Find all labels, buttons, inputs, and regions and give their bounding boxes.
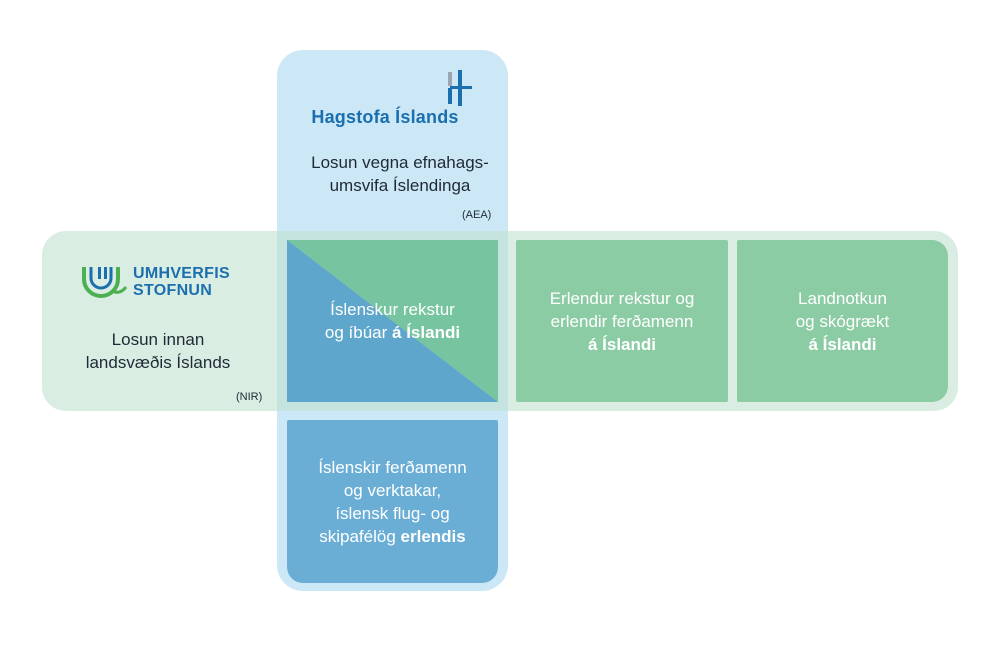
nir-description-line2: landsvæðis Íslands (85, 353, 231, 372)
aea-description: Losun vegna efnahags- umsvifa Íslendinga (290, 151, 510, 197)
aea-description-line2: umsvifa Íslendinga (329, 176, 471, 195)
cell-abroad-line4-bold: erlendis (400, 526, 466, 546)
cell-foreign-in-iceland: Erlendur rekstur og erlendir ferðamenn á… (516, 240, 728, 402)
aea-code: (AEA) (462, 209, 492, 221)
cell-land-line1: Landnotkun (798, 288, 887, 308)
cell-icelandic-in-iceland-text: Íslenskur rekstur og íbúar á Íslandi (325, 298, 460, 344)
cell-land-line3-bold: á Íslandi (808, 334, 877, 354)
nir-code: (NIR) (236, 391, 263, 403)
overlap-split-graphic (287, 240, 498, 402)
cell-abroad-line3: íslensk flug- og (335, 503, 450, 523)
overlap-blue-half (287, 240, 498, 402)
hagstofa-logo-icon (444, 70, 474, 106)
cell-land-line3: á Íslandi (796, 333, 890, 356)
aea-description-line1: Losun vegna efnahags- (311, 153, 489, 172)
hagstofa-name: Hagstofa Íslands (311, 107, 459, 127)
nir-description-line1: Losun innan (111, 330, 205, 349)
cell-foreign-line2: erlendir ferðamenn (550, 311, 694, 331)
cell-foreign-in-iceland-text: Erlendur rekstur og erlendir ferðamenn á… (550, 287, 695, 356)
nir-description: Losun innan landsvæðis Íslands (58, 328, 258, 374)
cell-icelandic-abroad: Íslenskir ferðamenn og verktakar, íslens… (287, 420, 498, 583)
line2-plain: og íbúar (324, 323, 393, 342)
cell-foreign-line3-bold: á Íslandi (587, 334, 656, 354)
cell-land-use-text: Landnotkun og skógrækt á Íslandi (796, 287, 890, 356)
cell-abroad-line4: skipafélög erlendis (318, 525, 466, 548)
umhverfisstofnun-logo-icon (82, 265, 128, 299)
umhverfisstofnun-name-line1: UMHVERFIS (133, 265, 230, 282)
cell-abroad-line2: og verktakar, (343, 480, 442, 500)
cell-icelandic-abroad-text: Íslenskir ferðamenn og verktakar, íslens… (318, 456, 466, 548)
cell-foreign-line3: á Íslandi (550, 333, 695, 356)
line2-bold: á Íslandi (392, 323, 461, 342)
cell-foreign-line1: Erlendur rekstur og (549, 288, 695, 308)
cell-abroad-line4-plain: skipafélög (319, 526, 401, 546)
cell-icelandic-in-iceland-line1: Íslenskur rekstur (330, 300, 455, 319)
umhverfisstofnun-name-line2: STOFNUN (133, 282, 213, 299)
cell-land-line2: og skógrækt (795, 311, 890, 331)
umhverfisstofnun-name: UMHVERFIS STOFNUN (133, 265, 230, 299)
cell-icelandic-in-iceland-line2: og íbúar á Íslandi (325, 321, 460, 344)
cell-abroad-line1: Íslenskir ferðamenn (318, 457, 467, 477)
cell-land-use: Landnotkun og skógrækt á Íslandi (737, 240, 948, 402)
cell-icelandic-in-iceland: Íslenskur rekstur og íbúar á Íslandi (287, 240, 498, 402)
